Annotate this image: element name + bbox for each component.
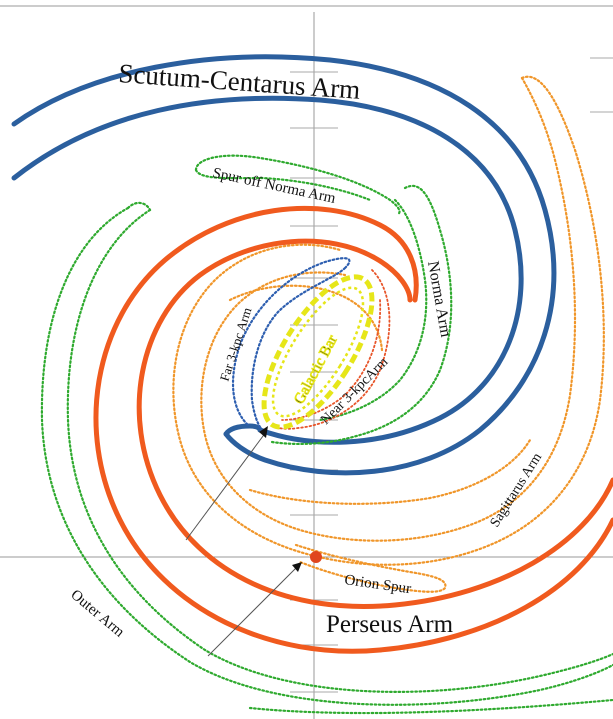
perseus-outer-line: [93, 205, 613, 654]
spur-off-norma-line: [194, 154, 401, 216]
orion-spur: [294, 543, 447, 593]
galactic-bar-ellipse: [261, 274, 375, 430]
pointer-arrows: [185, 426, 302, 657]
perseus-inner-line: [136, 238, 613, 609]
far-3kpc-arm: [231, 257, 351, 432]
sun-marker: [310, 551, 322, 563]
scutum-centarus-tip: [223, 423, 263, 437]
galactic-center-arrowhead: [259, 426, 268, 438]
outer-arm: [40, 201, 613, 715]
far-3kpc-line: [231, 257, 351, 432]
sun-pointer-arrowhead: [292, 562, 302, 572]
far-3kpc-label: Far 3-kpc Arm: [217, 305, 255, 382]
sun-pointer-line: [207, 565, 299, 657]
outer-arm-top-cap: [126, 201, 152, 212]
spur-off-norma-label: Spur off Norma Arm: [211, 165, 337, 207]
perseus-arm-label: Perseus Arm: [326, 611, 454, 638]
outer-arm-line-1: [40, 206, 613, 706]
sagittarius-inner-loop-1: [248, 438, 532, 505]
galactic-bar-inner-ellipse: [271, 286, 365, 418]
outer-arm-bottom-trail: [248, 698, 613, 715]
sagittarius-inner-line: [200, 76, 577, 542]
sagittarius-arm: [172, 75, 605, 566]
norma-arm-outer-line: [270, 184, 453, 446]
spur-off-norma-line-lower: [194, 168, 372, 202]
orion-spur-line: [294, 543, 447, 593]
scutum-centarus-arm: [11, 54, 557, 476]
scutum-centarus-outer-line: [11, 54, 557, 476]
outer-arm-line-2: [66, 208, 613, 693]
norma-arm: [194, 154, 453, 446]
galactic-bar: [261, 274, 375, 430]
orion-spur-label: Orion Spur: [343, 572, 412, 597]
outer-arm-label: Outer Arm: [67, 587, 127, 641]
norma-arm-inner-line: [318, 198, 428, 422]
galactic-center-pointer-line: [185, 431, 267, 541]
sagittarius-outer-line: [172, 75, 605, 566]
scutum-centarus-inner-line: [11, 95, 524, 445]
perseus-arm: [93, 205, 613, 654]
sagittarius-inner-loop-2: [228, 284, 384, 352]
